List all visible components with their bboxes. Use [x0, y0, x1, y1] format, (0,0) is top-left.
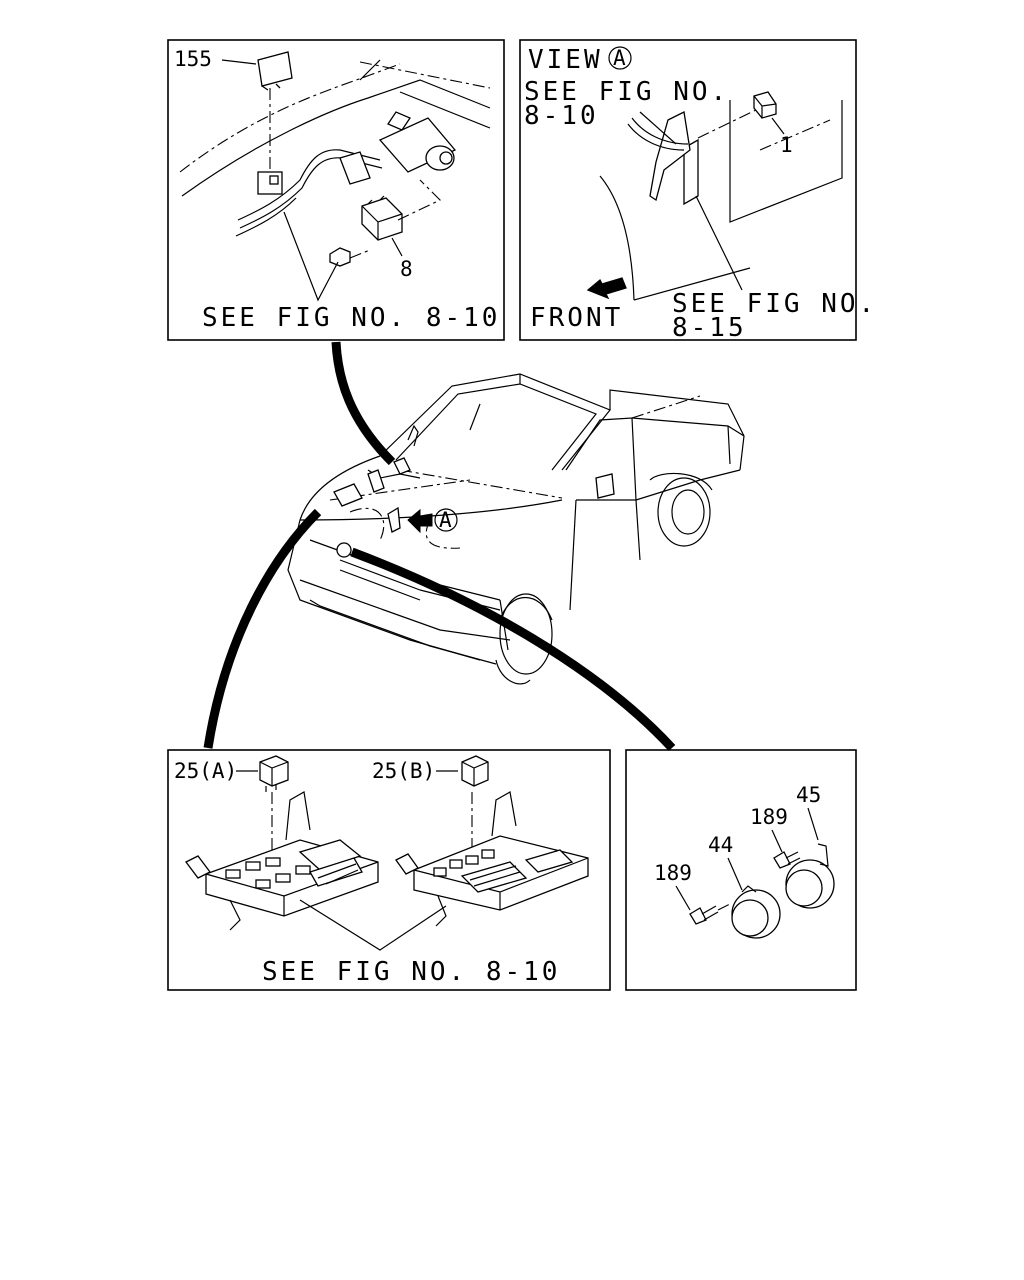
part-number: 189: [654, 861, 692, 885]
relay-connector: [257, 171, 283, 195]
see-fig-reference-lower-number: 8-15: [672, 313, 747, 343]
panel-bottom-right: 45 189 44 189: [625, 749, 857, 991]
bolt-189-lower: [689, 903, 731, 925]
view-a-arrow-icon: [407, 508, 433, 534]
horn-44: [731, 885, 781, 939]
see-fig-reference: SEE FIG NO. 8-10: [202, 303, 500, 333]
part-number: 8: [400, 257, 413, 281]
see-fig-reference: SEE FIG NO. 8-10: [262, 957, 560, 987]
callout-curve-left: [203, 508, 322, 749]
relay-25b: [461, 755, 489, 787]
fuse-relay-box-b: [395, 791, 589, 927]
part-number: 189: [750, 805, 788, 829]
panel-bottom-left: 25(A) 25(B): [167, 749, 611, 991]
view-label: VIEW: [528, 45, 603, 75]
panel-top-right: VIEW A SEE FIG NO. 8-10 1 FRONT SEE FIG …: [519, 39, 877, 343]
part-number: 1: [780, 133, 793, 157]
pickup-truck-illustration: A: [287, 373, 745, 685]
module-8: [361, 195, 403, 241]
connector-1: [753, 91, 777, 119]
part-number: 45: [796, 783, 821, 807]
part-number: 44: [708, 833, 733, 857]
part-number: 25(B): [372, 759, 435, 783]
part-number: 155: [174, 47, 212, 71]
fuse-relay-box-a: [185, 791, 379, 931]
front-label: FRONT: [530, 303, 623, 333]
view-marker-center: A: [439, 508, 452, 532]
relay-155: [257, 51, 293, 91]
front-arrow-icon: [586, 277, 627, 300]
see-fig-reference-upper: SEE FIG NO.: [524, 77, 729, 107]
nut: [329, 247, 351, 267]
wiper-motor: [378, 111, 457, 173]
callout-curve-right: [350, 547, 676, 752]
see-fig-reference-lower: SEE FIG NO.: [672, 289, 877, 319]
bolt-189-upper: [773, 851, 801, 869]
horn-45: [785, 843, 835, 909]
callout-curve-top: [331, 341, 396, 466]
part-number: 25(A): [174, 759, 237, 783]
see-fig-reference-upper-number: 8-10: [524, 101, 599, 131]
panel-top-left: 155 8 SEE FIG NO. 8-10: [167, 39, 505, 341]
view-marker: A: [613, 46, 626, 70]
relay-25a: [259, 755, 289, 792]
